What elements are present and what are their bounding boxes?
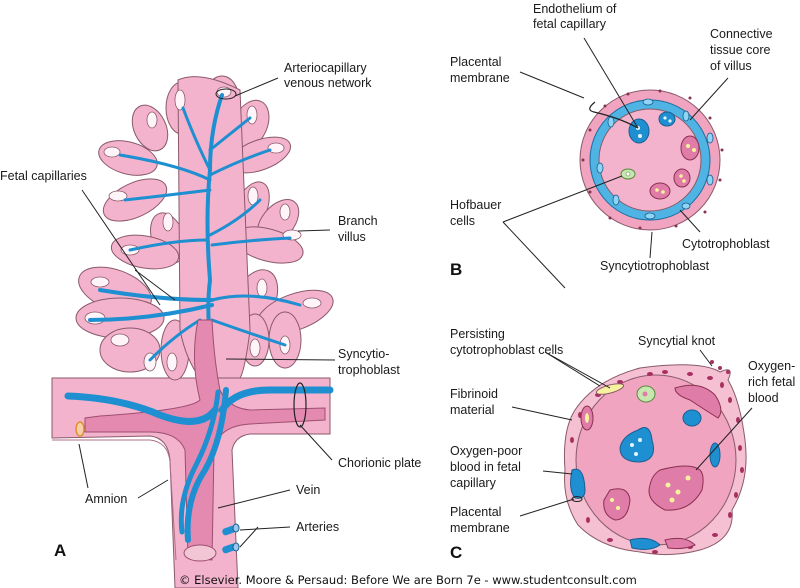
rbc [675,489,681,495]
placental-membrane-ring-c [571,496,583,502]
label-fibrinoid-1: Fibrinoid [450,387,498,401]
arteriocapillary-ring [215,88,237,100]
panel-letter-b: B [450,260,462,279]
fetal-capillary-pink-3 [649,182,671,200]
rbc [616,506,620,510]
placental-membrane-loop [589,101,639,129]
label-syncytial-knot: Syncytial knot [638,334,716,348]
rbc [692,148,696,152]
label-connective-2: tissue core [710,43,770,57]
cytotrophoblast-nuclei [596,98,714,220]
rbc [638,134,642,138]
label-oxygen-poor-3: capillary [450,476,497,490]
label-placental-membrane-c-2: membrane [450,521,510,535]
syncytio-nuclei [581,89,724,230]
rbc [679,174,683,178]
villous-tree [75,75,334,381]
label-placental-membrane-c-1: Placental [450,505,501,519]
rbc [682,179,686,183]
label-arteriocapillary-2: venous network [284,76,372,90]
artery-opening-2 [232,542,240,552]
capillary-pink-upper-right [674,384,722,419]
rbc [634,452,638,456]
capillary-blue-bottom [629,537,661,550]
label-fetal-capillaries: Fetal capillaries [0,169,87,183]
label-oxygen-poor-1: Oxygen-poor [450,444,522,458]
label-placental-membrane-b-1: Placental [450,55,501,69]
label-syncytio-2: trophoblast [338,363,400,377]
label-syncytiotrophoblast: Syncytiotrophoblast [600,259,710,273]
rbc [655,188,659,192]
amnion-artery-end [75,421,85,437]
rbc [685,475,691,481]
label-branch-villus-1: Branch [338,214,378,228]
connective-tissue-core [598,108,702,212]
capillary-pink-left [603,488,631,521]
label-arteries: Arteries [296,520,339,534]
panel-a: Arteriocapillary venous network Fetal ca… [0,61,421,588]
fetal-capillary-blue-1 [628,118,650,144]
rbc [638,438,642,442]
label-hofbauer-1: Hofbauer [450,198,501,212]
rbc [630,443,634,447]
rbc [610,498,614,502]
panel-letter-c: C [450,543,462,562]
rbc [686,144,690,148]
vein-opening [183,544,217,562]
capillary-pink-bottom [664,537,696,550]
hofbauer-nucleus [625,171,631,177]
persisting-cytotrophoblast [595,383,625,395]
label-cytotrophoblast: Cytotrophoblast [682,237,770,251]
label-endothelium-2: fetal capillary [533,17,607,31]
fetal-capillary-pink-1 [680,135,700,161]
label-syncytio-1: Syncytio- [338,347,389,361]
rbc [668,119,672,123]
fetal-capillary-pink-2 [673,168,691,188]
label-endothelium-1: Endothelium of [533,2,617,16]
rbc [661,190,665,194]
label-persisting-2: cytotrophoblast cells [450,343,563,357]
label-chorionic-plate: Chorionic plate [338,456,421,470]
capillary-blue-right [709,442,721,468]
capillary-blue-small [682,409,702,427]
label-vein: Vein [296,483,320,497]
label-connective-1: Connective [710,27,773,41]
label-oxygen-rich-2: rich fetal [748,375,795,389]
label-oxygen-rich-3: blood [748,391,779,405]
stem-vein-spiral-2 [178,389,221,535]
rbc [669,497,675,503]
label-persisting-1: Persisting [450,327,505,341]
copyright-footer: © Elsevier. Moore & Persaud: Before We a… [179,573,637,587]
panel-letter-a: A [54,541,66,560]
fetal-capillary-blue-2 [658,111,676,127]
amnion-layer [52,439,177,561]
stem-vein-spiral [184,387,229,543]
label-hofbauer-2: cells [450,214,475,228]
hofbauer-nucleus-c [642,391,648,397]
capillary-blue-large [619,427,654,463]
label-connective-3: of villus [710,59,752,73]
panel-b: Endothelium of fetal capillary Connectiv… [450,2,773,289]
label-branch-villus-2: villus [338,230,366,244]
rbc [663,116,667,120]
label-oxygen-rich-1: Oxygen- [748,359,795,373]
panel-c: Persisting cytotrophoblast cells Syncyti… [450,327,795,562]
label-arteriocapillary-1: Arteriocapillary [284,61,367,75]
label-oxygen-poor-2: blood in fetal [450,460,521,474]
label-placental-membrane-b-2: membrane [450,71,510,85]
fibrinoid-inner [585,413,589,423]
plate-vessel-left [64,392,219,425]
label-fibrinoid-2: material [450,403,494,417]
chorionic-plate-ring [293,382,307,428]
capillary-blue-peripheral [570,468,586,499]
label-amnion: Amnion [85,492,127,506]
artery-opening-1 [232,523,240,533]
rbc [665,482,671,488]
